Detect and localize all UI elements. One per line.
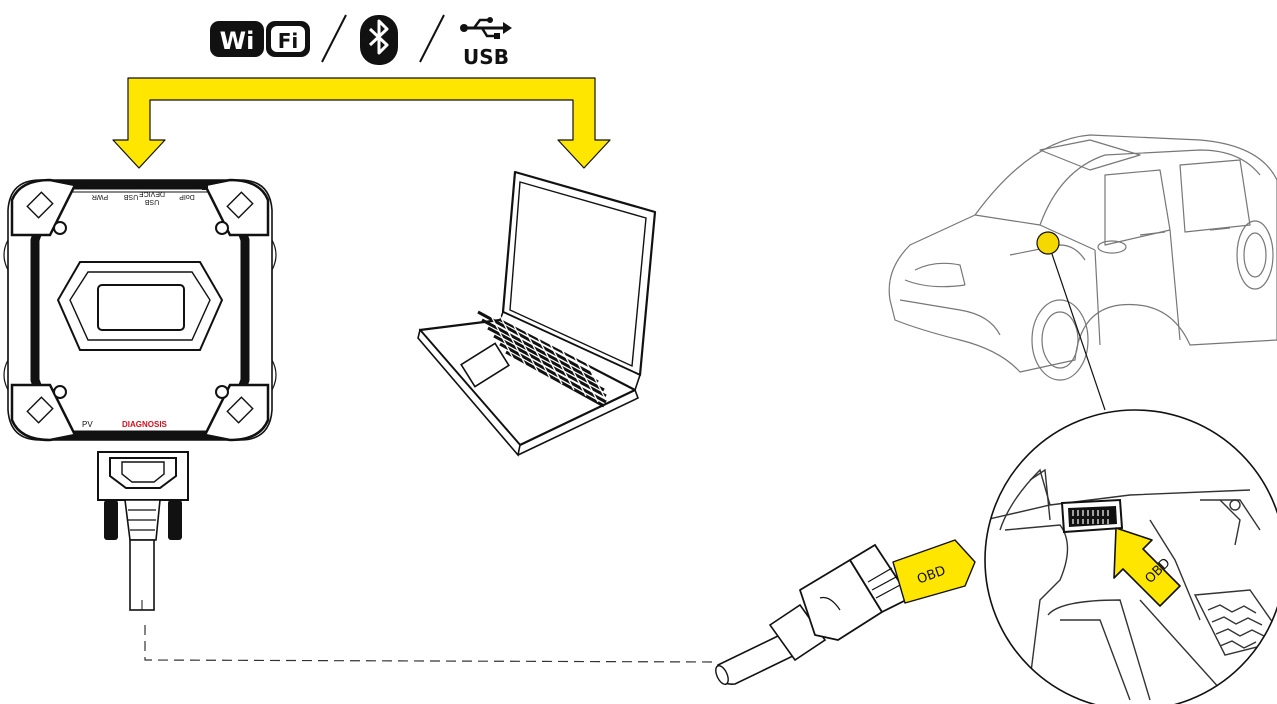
wifi-text-left: Wi (220, 27, 255, 55)
obd-port-inset: OBD (985, 410, 1277, 704)
diagnosis-cable (98, 452, 715, 662)
separator-slash (420, 15, 444, 62)
laptop (418, 172, 655, 455)
wifi-text-right: Fi (278, 29, 299, 53)
vehicle (889, 135, 1277, 380)
diagnostic-device: PWR USB USB DEVICE DoIP PV DIAGNOSIS (4, 180, 276, 440)
obd-socket (1062, 500, 1122, 532)
separator-slash (322, 15, 346, 62)
label-diagnosis: DIAGNOSIS (122, 420, 168, 429)
port-label-doip: DoIP (179, 193, 195, 200)
label-pv: PV (82, 420, 93, 429)
wifi-icon: Wi Fi (210, 21, 310, 57)
usb-icon: USB (460, 17, 512, 69)
port-label-usb: USB (123, 193, 138, 200)
obd-connector (713, 545, 910, 686)
obd-location-marker (1037, 232, 1059, 254)
port-label-pwr: PWR (92, 193, 108, 200)
port-label-device-usb-2: DEVICE (139, 190, 165, 197)
device-usb-port (143, 183, 199, 188)
usb-text: USB (463, 45, 509, 69)
obd-tag: OBD (893, 540, 975, 603)
bluetooth-icon (360, 15, 398, 65)
usb-port (82, 183, 138, 188)
bidirectional-arrow (113, 78, 610, 168)
port-label-device-usb: USB (144, 198, 159, 205)
